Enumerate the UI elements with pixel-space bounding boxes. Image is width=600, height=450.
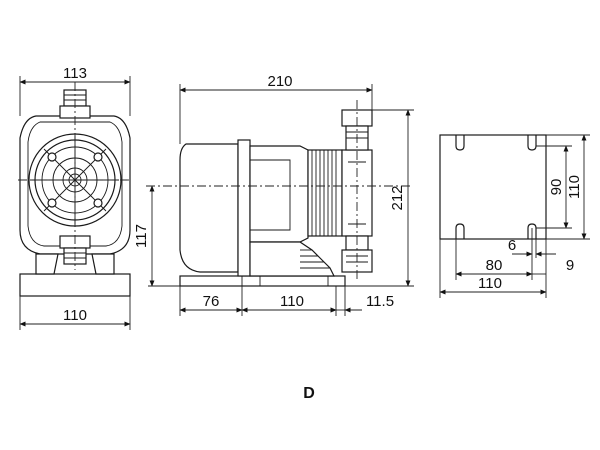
side-height-dimension: 212: [345, 109, 414, 287]
dim-side-flange: 11.5: [366, 293, 394, 310]
front-view: [18, 82, 132, 297]
dim-side-height: 212: [389, 185, 406, 210]
side-view: [146, 100, 410, 287]
mount-slot: [527, 135, 537, 151]
motor-housing: [179, 143, 239, 273]
front-width-top-dimension: 113: [19, 65, 131, 116]
base-vertical-dimensions: 90 110: [536, 134, 590, 240]
figure-label: D: [303, 385, 315, 402]
dim-base-height: 110: [566, 175, 583, 199]
side-axis-height-dimension: 117: [133, 185, 180, 287]
dim-base-hole-spacing-h: 80: [486, 257, 503, 274]
side-base-dimensions: 76 110 11.5: [179, 286, 394, 316]
dim-base-edge: 9: [566, 257, 574, 274]
dim-side-base-length: 110: [280, 293, 304, 310]
motor-flange: [237, 139, 251, 277]
base-plate-outline: [439, 134, 547, 240]
front-base-plate: [19, 273, 131, 297]
dim-base-slot: 6: [508, 237, 516, 254]
side-base-plate: [179, 275, 346, 287]
mount-slot: [455, 135, 465, 151]
side-length-dimension: 210: [179, 73, 373, 144]
dim-side-axis-height: 117: [133, 224, 150, 248]
finned-coupling: [307, 149, 343, 237]
dim-side-total-length: 210: [267, 73, 292, 90]
dim-side-left-offset: 76: [203, 293, 220, 310]
dim-front-width-top: 113: [63, 65, 87, 82]
front-width-bottom-dimension: 110: [19, 296, 131, 330]
dim-front-width-bottom: 110: [63, 307, 87, 324]
mount-slot: [455, 223, 465, 239]
dim-base-hole-spacing-v: 90: [548, 179, 565, 196]
dim-base-width: 110: [478, 275, 502, 292]
mount-slot: [527, 223, 537, 239]
base-horizontal-dimensions: 6 80 9 110: [439, 228, 574, 298]
base-plate-view: [439, 134, 547, 240]
